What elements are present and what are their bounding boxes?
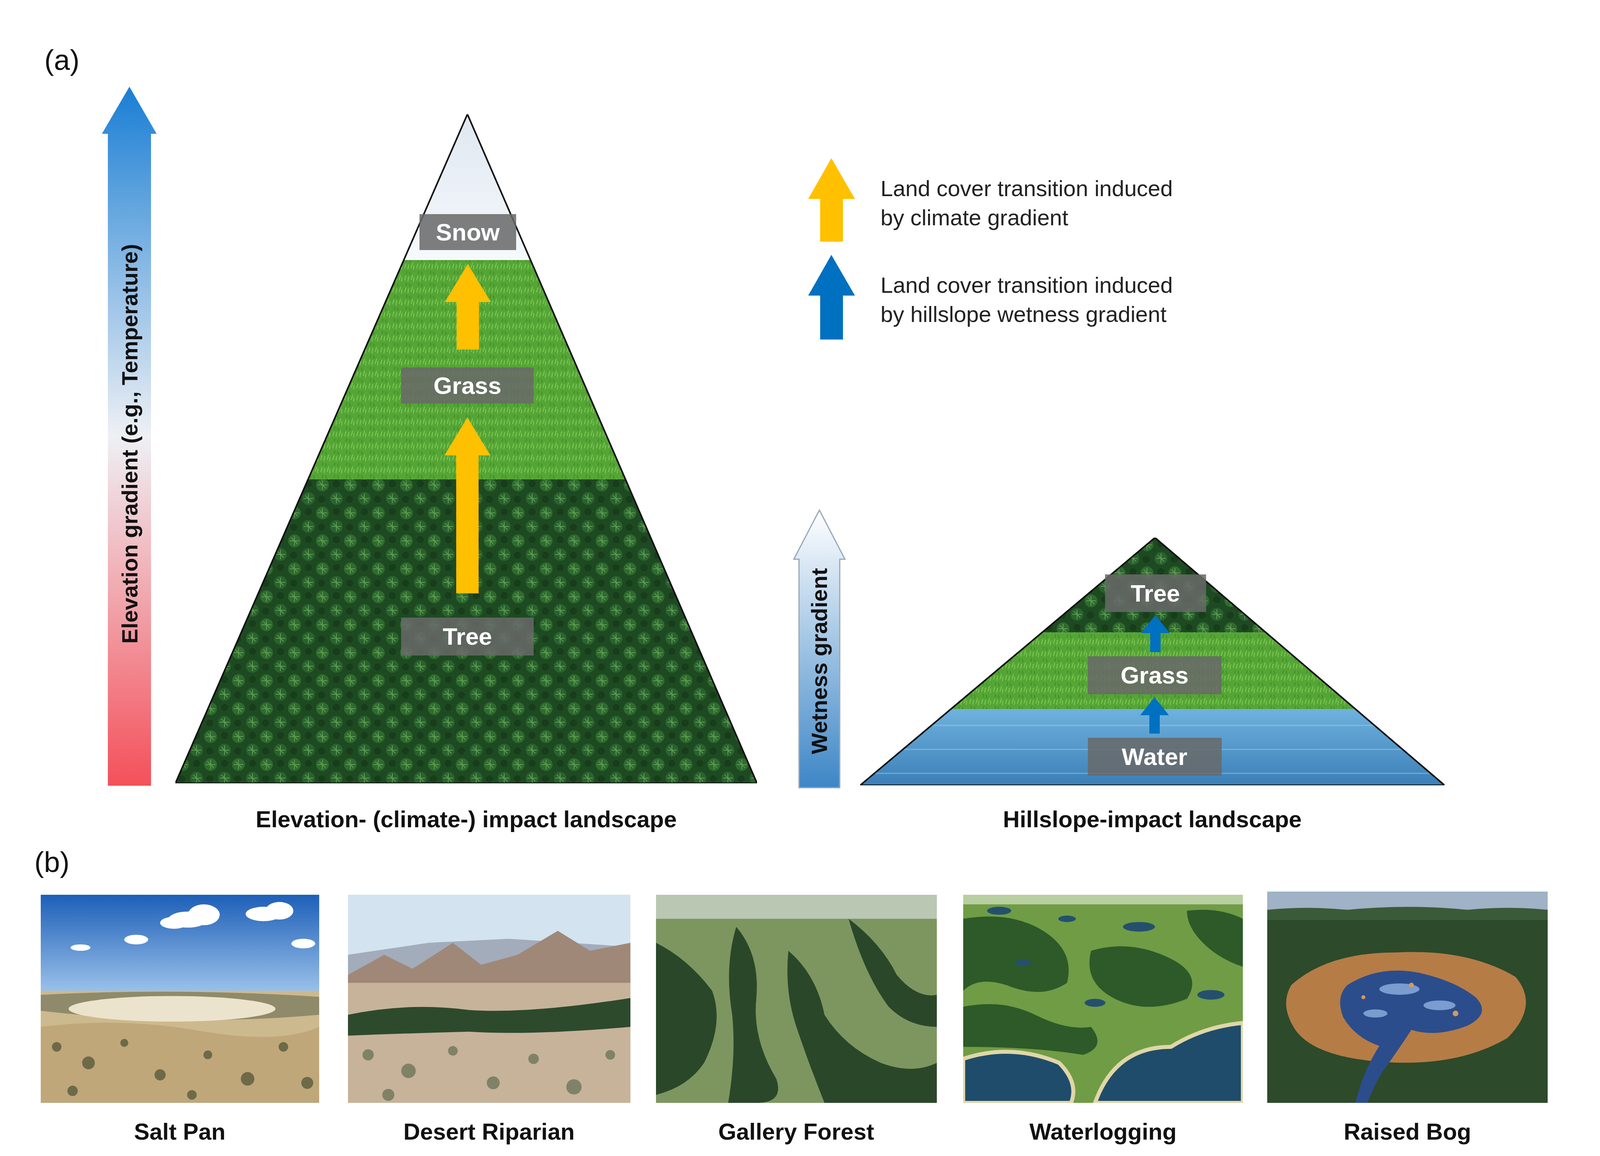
landscape-caption: Elevation- (climate-) impact landscape	[255, 805, 677, 834]
landscape-pyramid: Elevation- (climate-) impact landscapeSn…	[175, 114, 758, 784]
land-cover-label: Grass	[1120, 661, 1189, 690]
land-cover-box: Tree	[1105, 574, 1207, 613]
legend-text: Land cover transition induced by hillslo…	[880, 270, 1193, 330]
salt-pan-photo	[40, 894, 320, 1104]
photo-caption: Salt Pan	[134, 1117, 226, 1146]
wetness-arrow	[793, 510, 845, 788]
photo-caption: Raised Bog	[1343, 1117, 1471, 1146]
gallery-forest-photo	[655, 894, 937, 1104]
land-cover-box: Grass	[401, 367, 534, 404]
landscape-pyramid: Hillslope-impact landscapeTreeGrassWater	[860, 537, 1445, 786]
photo-caption: Desert Riparian	[403, 1117, 575, 1146]
panel-label: (a)	[44, 42, 80, 78]
land-cover-box: Water	[1087, 737, 1222, 776]
photo-caption: Gallery Forest	[718, 1117, 875, 1146]
axis-label: Elevation gradient (e.g., Temperature)	[116, 244, 144, 644]
land-cover-box: Grass	[1087, 656, 1222, 695]
landscape-caption: Hillslope-impact landscape	[1003, 805, 1302, 834]
land-cover-label: Snow	[435, 218, 500, 247]
desert-riparian-photo	[347, 894, 631, 1104]
land-cover-label: Water	[1121, 743, 1188, 771]
land-cover-label: Tree	[1130, 579, 1180, 608]
photo-caption: Waterlogging	[1029, 1117, 1177, 1146]
raised-bog-photo	[1267, 891, 1548, 1104]
land-cover-label: Tree	[442, 622, 492, 651]
legend-arrow	[808, 158, 855, 242]
panel-label: (b)	[34, 844, 70, 880]
legend-arrow	[808, 254, 855, 340]
legend-text: Land cover transition induced by climate…	[880, 174, 1193, 233]
axis-label: Wetness gradient	[805, 568, 833, 755]
waterlogging-photo	[963, 894, 1243, 1104]
elevation-arrow	[101, 86, 157, 786]
land-cover-box: Tree	[401, 617, 534, 656]
land-cover-label: Grass	[433, 371, 502, 400]
land-cover-box: Snow	[419, 214, 517, 251]
